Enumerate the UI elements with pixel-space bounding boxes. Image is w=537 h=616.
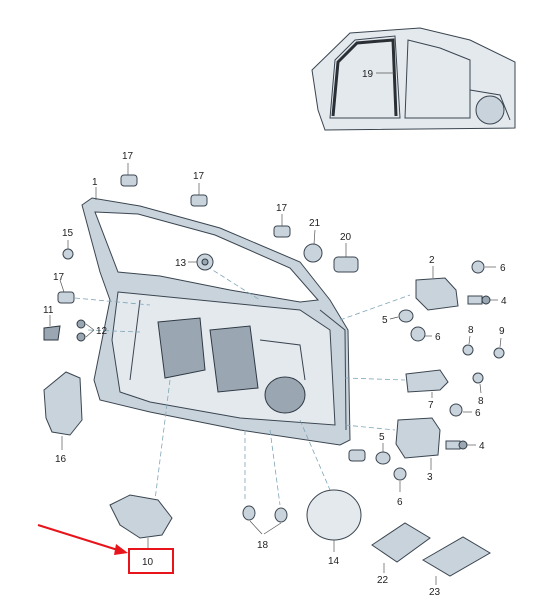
pad-22: 22 [371,522,431,586]
pad-20: 20 [333,232,359,273]
pad-17-e [348,449,366,462]
hinge-lower-3: 3 [395,417,441,483]
label-4-a: 4 [501,296,507,307]
screw-8-b: 8 [472,372,484,407]
label-15: 15 [62,228,74,239]
screw-9: 9 [493,326,505,359]
bolt-6-c: 6 [449,403,481,419]
label-6-c: 6 [475,408,481,419]
label-20: 20 [340,232,352,243]
check-strap-11: 11 12 [43,305,108,342]
highlight-box [128,548,174,574]
label-5-b: 5 [379,432,385,443]
label-16: 16 [55,454,67,465]
label-23: 23 [429,587,441,598]
label-1: 1 [92,177,98,188]
screw-8-a: 8 [462,325,474,356]
hinge-upper-2: 2 [415,255,459,311]
label-10: 10 [142,557,154,568]
label-17-d: 17 [53,272,65,283]
label-17-c: 17 [276,203,288,214]
label-8-a: 8 [468,325,474,336]
nut-5-b: 5 [375,432,391,465]
label-17-b: 17 [193,171,205,182]
label-19: 19 [362,69,374,80]
door-frame [81,197,351,446]
label-12: 12 [96,326,108,337]
pad-17-b: 17 [190,171,208,207]
label-3: 3 [427,472,433,483]
pad-21: 21 [303,218,323,263]
label-22: 22 [377,575,389,586]
bolt-6-b: 6 [410,326,441,343]
car-body-inset: 19 [311,27,516,131]
label-17-a: 17 [122,151,134,162]
highlight-arrow [37,524,122,552]
grommet-13: 13 [175,253,214,271]
label-6-a: 6 [500,263,506,274]
bolt-4-a: 4 [467,295,507,307]
leader-lines [74,261,411,506]
label-18: 18 [257,540,269,551]
label-9: 9 [499,326,505,337]
arrow-head-icon [114,544,128,555]
clips-18: 18 [242,505,288,551]
lock-7: 7 [405,369,449,411]
plug-15: 15 [62,228,74,260]
label-5-a: 5 [382,315,388,326]
pad-17-d: 17 [53,272,75,304]
label-4-b: 4 [479,441,485,452]
label-6-d: 6 [397,497,403,508]
label-13: 13 [175,258,187,269]
label-2: 2 [429,255,435,266]
label-7: 7 [428,400,434,411]
pad-17-c: 17 [273,203,291,238]
pad-23: 23 [422,536,491,598]
label-21: 21 [309,218,321,229]
label-6-b: 6 [435,332,441,343]
cover-14: 14 [306,489,362,567]
pad-17-a: 17 [120,151,138,187]
part-10: 10 [37,494,174,574]
bolt-4-b: 4 [445,440,485,452]
bolt-6-d: 6 [393,467,407,508]
mirror-cover-16: 16 [43,371,83,465]
bolt-6-a: 6 [471,260,506,274]
label-8-b: 8 [478,396,484,407]
nut-5-a: 5 [382,309,414,326]
label-14: 14 [328,556,340,567]
label-11: 11 [43,305,54,316]
